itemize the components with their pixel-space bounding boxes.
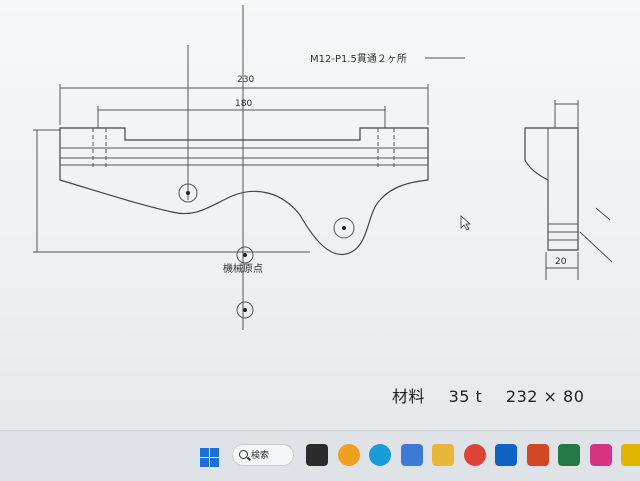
windows-icon: [200, 448, 209, 457]
cad-drawing: M12-P1.5貫通２ヶ所 230 180 機械原点 20: [33, 5, 613, 330]
part-outline: [59, 127, 429, 256]
photos-icon[interactable]: [400, 444, 423, 466]
mouse-pointer-icon: [460, 215, 472, 231]
hole-left: [178, 183, 198, 203]
edge-icon[interactable]: [369, 444, 391, 466]
excel-icon[interactable]: [558, 444, 580, 466]
dim-label-20: 20: [555, 257, 567, 267]
app-orange-icon[interactable]: [337, 444, 360, 466]
material-spec: 材料 35 t 232 × 80: [392, 383, 632, 406]
material-label: 材料: [392, 387, 426, 406]
app-yellow-icon[interactable]: [621, 444, 640, 466]
search-icon: [239, 450, 248, 459]
start-button[interactable]: [200, 448, 220, 468]
thread-note: M12-P1.5貫通２ヶ所: [310, 53, 407, 65]
dim-label-180: 180: [235, 99, 252, 109]
side-view-outline: [524, 127, 579, 251]
origin-mark-lower: [236, 301, 254, 319]
side-leader: [579, 231, 613, 263]
origin-label: 機械原点: [223, 262, 263, 275]
app-pink-icon[interactable]: [589, 444, 612, 466]
taskbar-search-button[interactable]: 検索: [232, 444, 294, 466]
file-explorer-icon[interactable]: [432, 444, 454, 466]
chrome-icon[interactable]: [463, 444, 486, 466]
hole-right: [333, 217, 355, 239]
material-size: 232 × 80: [505, 387, 585, 406]
dim-label-230: 230: [237, 75, 254, 85]
drawing-canvas[interactable]: M12-P1.5貫通２ヶ所 230 180 機械原点 20: [0, 0, 640, 430]
outlook-icon[interactable]: [495, 444, 517, 466]
machine-origin-mark: [236, 246, 254, 264]
task-view-icon[interactable]: [306, 444, 328, 466]
powerpoint-icon[interactable]: [526, 444, 549, 466]
material-thickness: 35 t: [448, 387, 483, 406]
search-label: 検索: [251, 451, 270, 461]
